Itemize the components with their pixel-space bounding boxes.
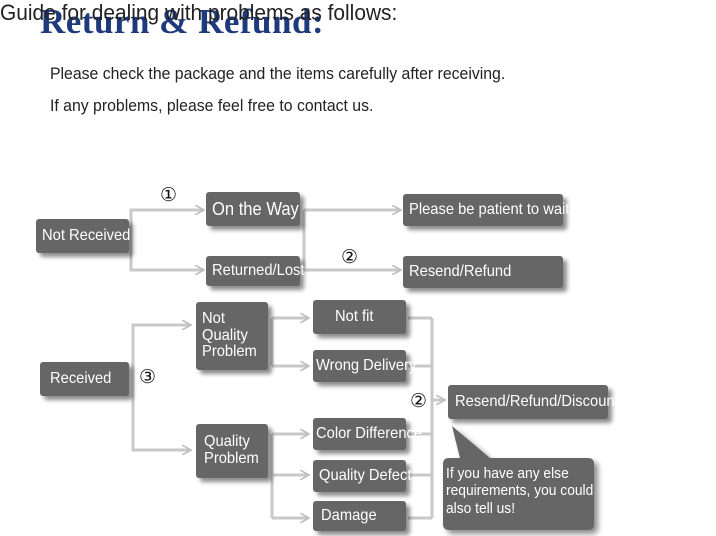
box-color-difference: Color Difference bbox=[313, 418, 422, 450]
marker-two-top: ② bbox=[341, 247, 359, 268]
not-quality-line-1: Not bbox=[202, 309, 225, 327]
callout-bubble bbox=[443, 426, 594, 530]
box-quality-defect: Quality Defect bbox=[313, 460, 411, 492]
marker-three: ③ bbox=[139, 367, 157, 388]
connector-not-received-to-on-the-way bbox=[129, 210, 203, 236]
box-not-quality-problem: Not Quality Problem bbox=[196, 302, 268, 370]
box-on-the-way: On the Way bbox=[206, 192, 300, 226]
not-quality-line-3: Problem bbox=[202, 343, 257, 361]
box-received: Received bbox=[40, 362, 129, 396]
box-quality-problem: Quality Problem bbox=[196, 424, 268, 478]
marker-two-bottom: ② bbox=[410, 391, 428, 412]
callout-line-3: also tell us! bbox=[446, 499, 516, 517]
connector-received-to-quality bbox=[131, 378, 190, 450]
connector-received-to-not-quality bbox=[131, 325, 190, 378]
callout-text: If you have any else requirements, you c… bbox=[446, 465, 593, 517]
box-wrong-delivery: Wrong Delivery bbox=[313, 350, 416, 382]
intro-line-1: Please check the package and the items c… bbox=[50, 64, 506, 83]
intro-line-2: If any problems, please feel free to con… bbox=[50, 96, 374, 115]
connector-not-received-to-returned bbox=[129, 236, 203, 270]
callout-line-2: requirements, you could bbox=[446, 482, 594, 500]
quality-line-1: Quality bbox=[204, 433, 250, 451]
callout-line-1: If you have any else bbox=[446, 465, 569, 482]
box-please-be-patient: Please be patient to wait bbox=[403, 194, 569, 226]
guide-subtitle: Guide for dealing with problems as follo… bbox=[0, 0, 398, 25]
marker-one: ① bbox=[160, 185, 178, 206]
box-damage: Damage bbox=[313, 501, 406, 531]
box-returned-lost: Returned/Lost bbox=[206, 256, 304, 286]
box-resend-refund-discount: Resend/Refund/Discount bbox=[448, 385, 619, 419]
page-title: Return & Refund: bbox=[40, 2, 325, 41]
box-not-fit: Not fit bbox=[313, 300, 406, 334]
quality-line-2: Problem bbox=[204, 450, 259, 467]
not-quality-line-2: Quality bbox=[202, 326, 248, 344]
box-not-received: Not Received bbox=[36, 219, 130, 253]
box-resend-refund: Resend/Refund bbox=[403, 256, 563, 288]
